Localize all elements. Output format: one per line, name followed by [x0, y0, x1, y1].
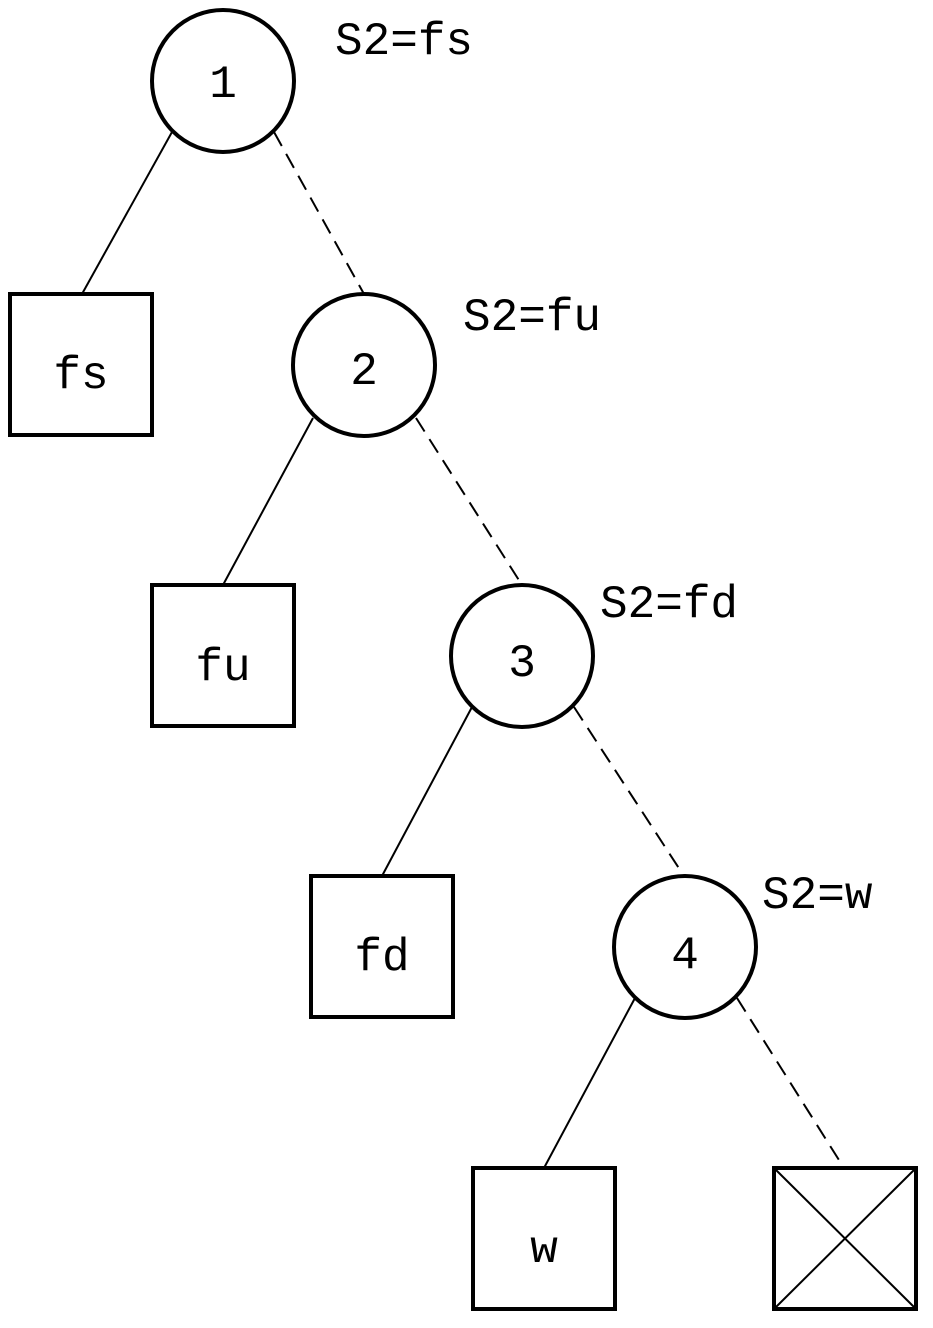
edge-1-to-leaf-fs	[81, 131, 173, 295]
edge-3-to-node-4	[573, 706, 685, 877]
terminal-cross-line-2	[773, 1167, 917, 1310]
edge-2-to-leaf-fu	[222, 417, 314, 586]
decision-node-3	[449, 583, 595, 729]
decision-node-1	[150, 8, 296, 154]
node-1-condition: S2=fs	[335, 16, 473, 68]
decision-node-4	[612, 874, 758, 1020]
edge-2-to-node-3	[415, 417, 523, 586]
leaf-label-fd: fd	[354, 932, 409, 984]
node-4-condition: S2=w	[762, 870, 873, 922]
node-2-condition: S2=fu	[463, 292, 601, 344]
node-1-number: 1	[209, 59, 237, 111]
edge-4-to-leaf-w	[543, 997, 636, 1169]
node-3-condition: S2=fd	[600, 579, 738, 631]
edge-3-to-leaf-fd	[381, 706, 473, 877]
leaf-box-w	[471, 1166, 617, 1311]
leaf-label-fu: fu	[195, 642, 250, 694]
node-4-number: 4	[671, 930, 699, 982]
leaf-box-fd	[309, 874, 455, 1019]
edge-4-to-terminal	[736, 997, 845, 1169]
leaf-label-w: w	[530, 1224, 558, 1276]
node-2-number: 2	[350, 346, 378, 398]
terminal-crossed-box	[772, 1166, 918, 1311]
leaf-box-fs	[8, 292, 154, 437]
decision-node-2	[291, 292, 437, 438]
edge-1-to-node-2	[273, 131, 365, 295]
leaf-label-fs: fs	[53, 350, 108, 402]
leaf-box-fu	[150, 583, 296, 728]
node-3-number: 3	[508, 638, 536, 690]
